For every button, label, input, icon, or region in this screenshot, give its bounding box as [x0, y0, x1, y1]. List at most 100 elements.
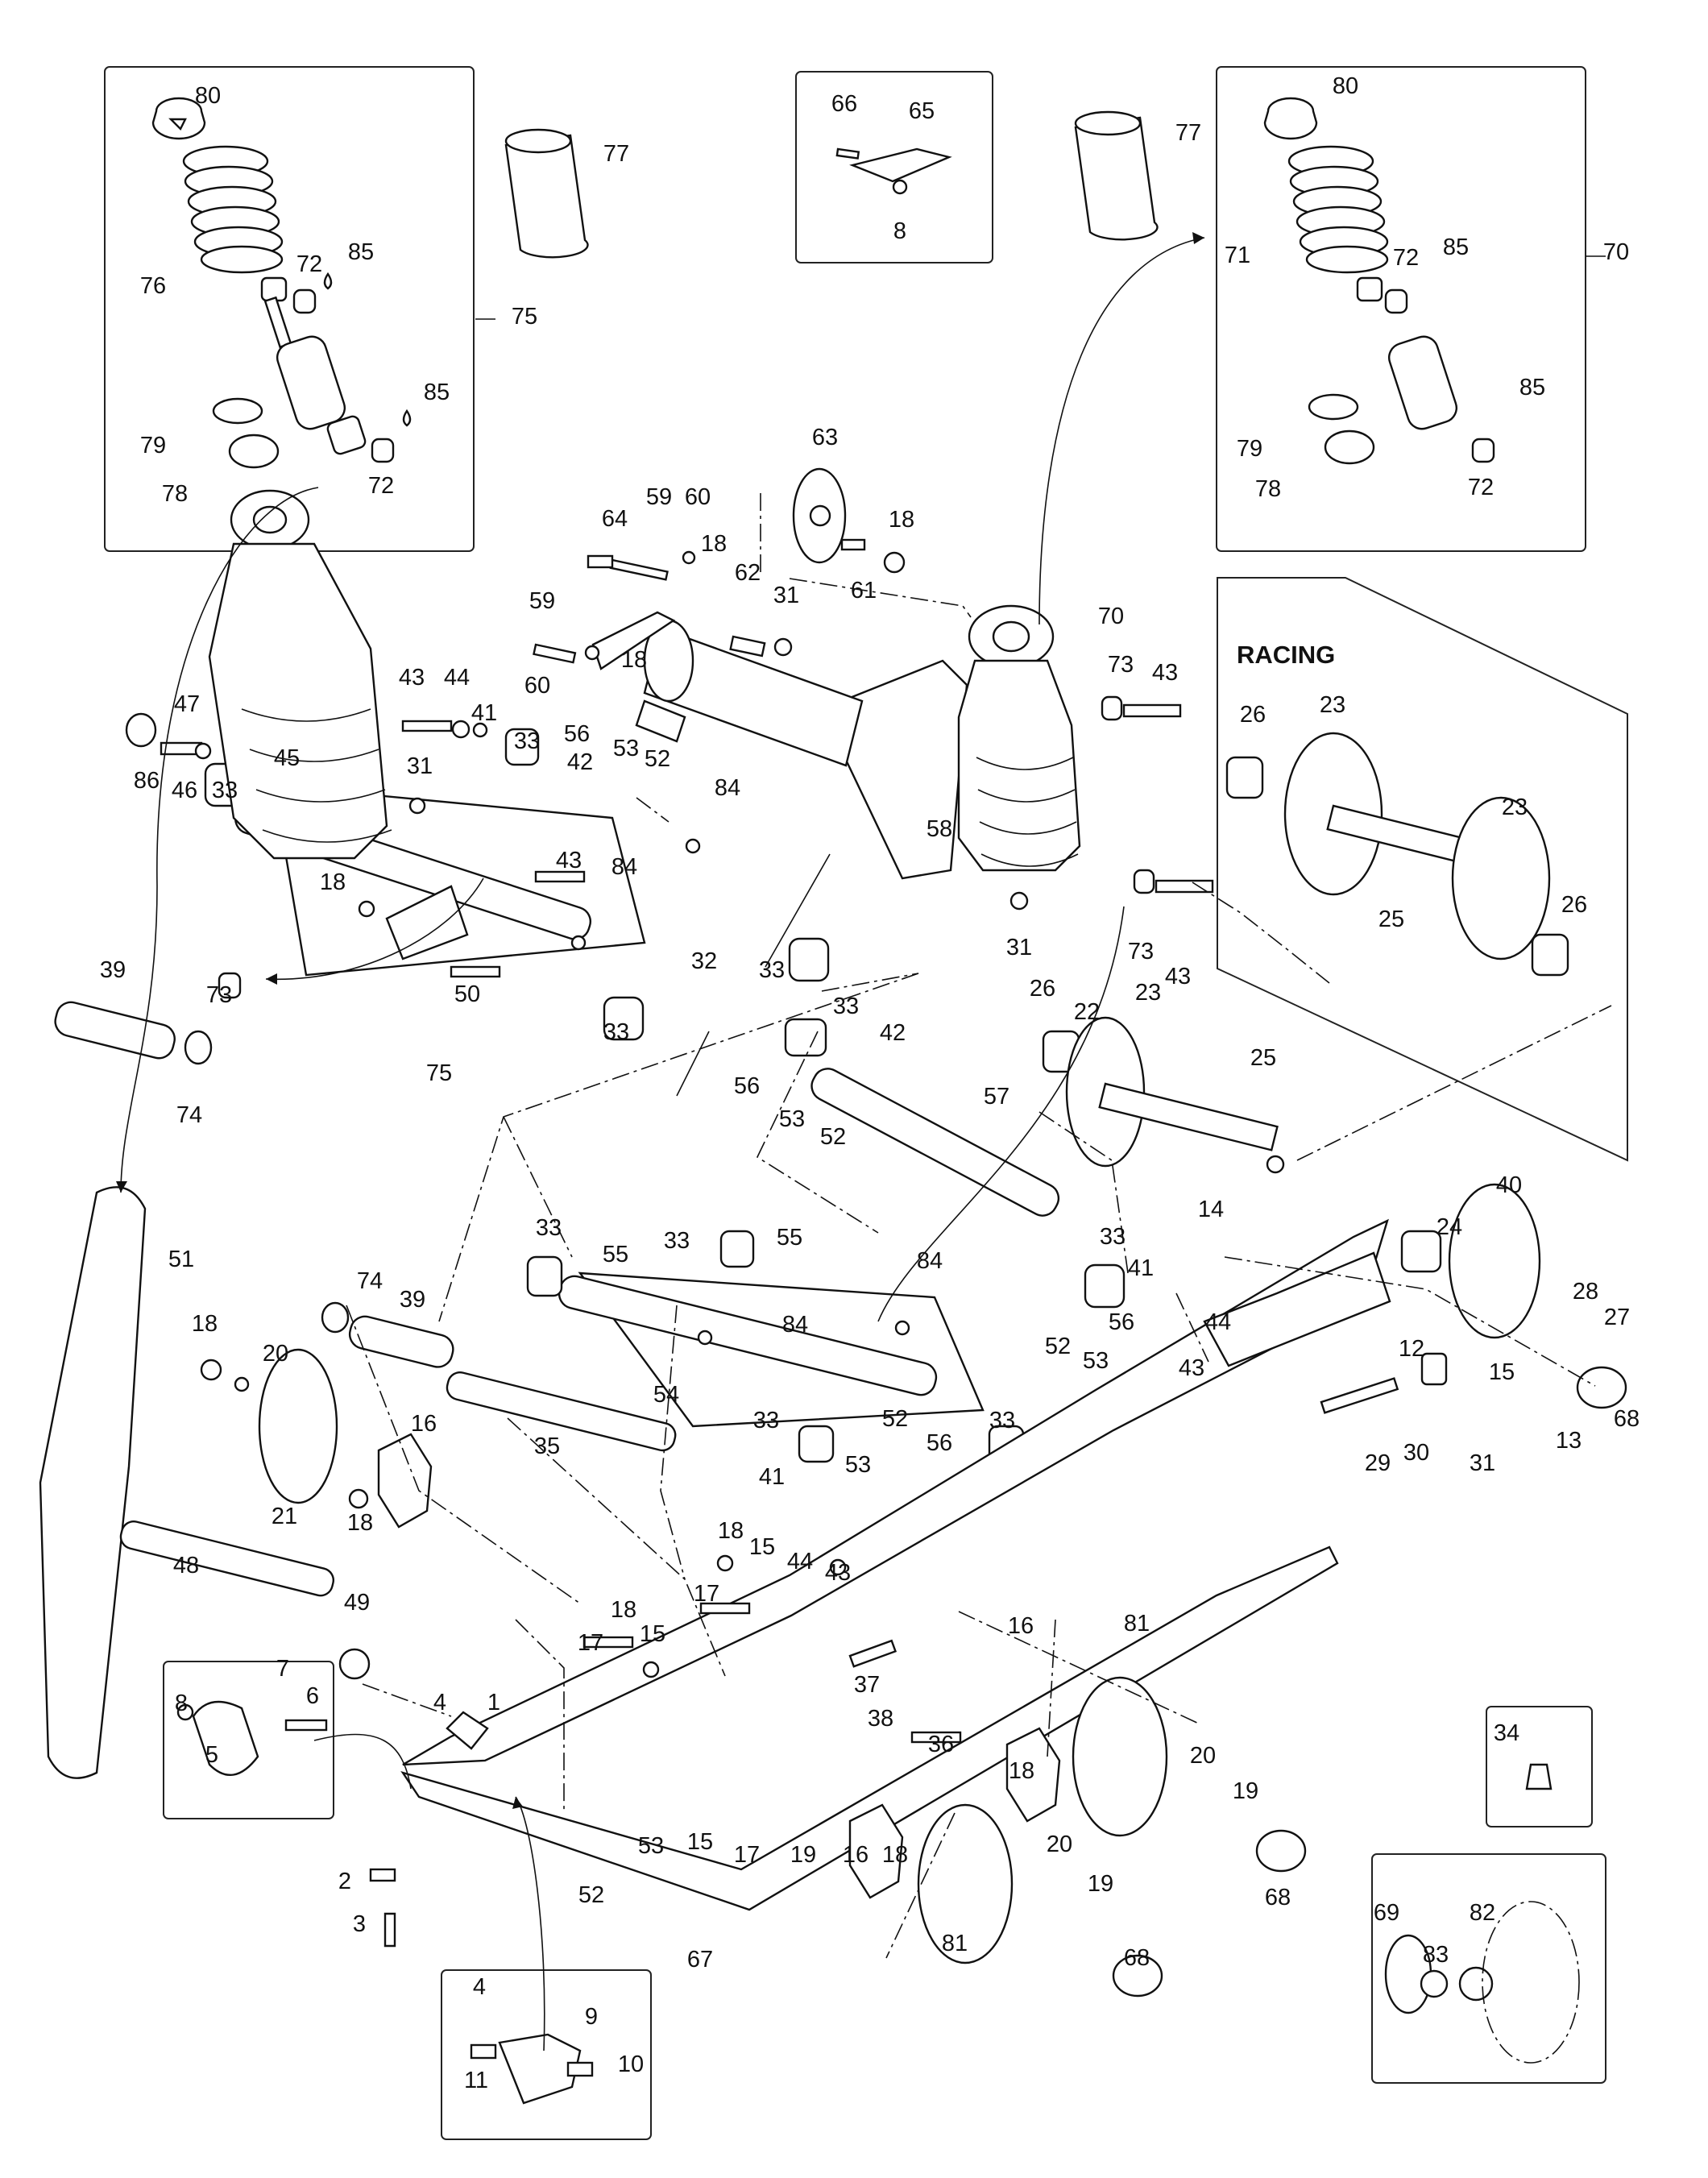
callout-c84d: 84	[782, 1312, 808, 1338]
callout-c53b: 53	[779, 1106, 805, 1132]
rear-wheels	[917, 1183, 1627, 1998]
callout-c15d: 15	[687, 1829, 713, 1855]
callout-c84c: 84	[917, 1248, 943, 1274]
callout-c13: 13	[1556, 1428, 1582, 1454]
shock-kit-70-parts	[1074, 97, 1495, 465]
racing-wheels	[1225, 732, 1569, 977]
callout-c74a: 74	[176, 1102, 202, 1128]
callout-c47: 47	[174, 691, 200, 717]
callout-c75b: 75	[426, 1060, 452, 1086]
callout-c31b: 31	[407, 753, 433, 779]
callout-c9: 9	[585, 2004, 598, 2030]
callout-c79a: 79	[140, 433, 166, 458]
callout-c20b: 20	[1190, 1743, 1216, 1769]
callout-c86: 86	[134, 768, 160, 794]
small-detail-parts	[1384, 1763, 1580, 2064]
callout-c56c: 56	[1109, 1309, 1134, 1335]
callout-c15c: 15	[640, 1621, 665, 1647]
callout-c73b: 73	[1128, 939, 1154, 965]
callout-c52e: 52	[578, 1882, 604, 1908]
tube-39b	[348, 1315, 454, 1368]
callout-c18e: 18	[192, 1311, 218, 1337]
callout-c33b: 33	[212, 778, 238, 803]
callout-c54: 54	[653, 1382, 679, 1408]
callout-c83: 83	[1423, 1942, 1449, 1968]
callout-c64: 64	[602, 506, 628, 532]
callout-c18b: 18	[889, 507, 914, 533]
callout-c56a: 56	[564, 721, 590, 747]
tip-5	[192, 1700, 259, 1776]
callout-c85c: 85	[1443, 234, 1469, 260]
callout-c53a: 53	[613, 736, 639, 761]
callout-c18a: 18	[701, 531, 727, 557]
callout-c76: 76	[140, 273, 166, 299]
upper-axle-42	[810, 1068, 1060, 1217]
grease-fitting-34	[1525, 1763, 1553, 1790]
callout-c81b: 81	[942, 1931, 968, 1956]
callout-c60b: 60	[524, 673, 550, 699]
callout-c53e: 53	[638, 1833, 664, 1859]
rear-shock-75	[208, 489, 392, 999]
callout-c18f: 18	[347, 1510, 373, 1536]
callout-c3: 3	[353, 1911, 366, 1937]
slide-rail	[176, 1218, 1448, 2105]
upper-assemblies	[125, 467, 968, 1041]
callout-c1: 1	[487, 1690, 500, 1715]
wheel-81a	[1072, 1676, 1168, 1837]
callout-c12: 12	[1399, 1336, 1424, 1362]
racing-heading: RACING	[1237, 641, 1335, 669]
callout-c44a: 44	[444, 665, 470, 691]
callout-c19b: 19	[790, 1842, 816, 1868]
tube-35	[446, 1371, 677, 1452]
callout-c43a: 43	[1152, 660, 1178, 686]
callout-c51: 51	[168, 1247, 194, 1272]
callout-c77b: 77	[1175, 120, 1201, 146]
callout-c24: 24	[1436, 1214, 1462, 1240]
callout-c19a: 19	[1233, 1778, 1258, 1804]
callout-c85d: 85	[1519, 375, 1545, 400]
callout-c33j: 33	[989, 1408, 1015, 1433]
callout-c57: 57	[984, 1084, 1009, 1110]
callout-c7: 7	[276, 1656, 289, 1682]
callout-c43b: 43	[399, 665, 425, 691]
callout-c31d: 31	[1470, 1450, 1495, 1476]
callout-c66: 66	[831, 91, 857, 117]
callout-c33e: 33	[833, 994, 859, 1019]
callout-c26a: 26	[1240, 702, 1266, 728]
shock-body	[260, 276, 367, 455]
callout-c31c: 31	[1006, 935, 1032, 960]
callout-c80b: 80	[1333, 73, 1358, 99]
callout-c37: 37	[854, 1672, 880, 1698]
callout-c30: 30	[1403, 1440, 1429, 1466]
adjuster-nut	[228, 434, 280, 469]
tube-39a	[54, 1001, 176, 1060]
callout-c85a: 85	[348, 239, 374, 265]
callout-c23a: 23	[1320, 692, 1345, 718]
callout-c14: 14	[1198, 1197, 1224, 1222]
left-components	[39, 1001, 677, 1779]
callout-c26b: 26	[1561, 892, 1587, 918]
callout-c2: 2	[338, 1869, 351, 1894]
callout-c68a: 68	[1614, 1406, 1640, 1432]
callout-c18i: 18	[1009, 1758, 1034, 1784]
callout-c72c: 72	[1393, 245, 1419, 271]
callout-c31a: 31	[773, 583, 799, 608]
mid-wheel-set	[1042, 1016, 1285, 1174]
callout-c70b: 70	[1098, 604, 1124, 629]
spring-retainer	[151, 97, 206, 140]
callout-c62: 62	[735, 560, 761, 586]
callout-c43f: 43	[825, 1560, 851, 1586]
arm-51	[39, 1186, 147, 1779]
callout-c18h: 18	[611, 1597, 636, 1623]
callout-c73c: 73	[206, 982, 232, 1008]
callout-c79b: 79	[1237, 436, 1262, 462]
callout-c58: 58	[927, 816, 952, 842]
callout-c33i: 33	[753, 1408, 779, 1433]
front-shock-70	[957, 604, 1214, 911]
callout-c33d: 33	[603, 1019, 629, 1045]
callout-c78a: 78	[162, 481, 188, 507]
wheel-21	[258, 1348, 338, 1504]
callout-c84b: 84	[611, 854, 637, 880]
callout-c46: 46	[172, 778, 197, 803]
